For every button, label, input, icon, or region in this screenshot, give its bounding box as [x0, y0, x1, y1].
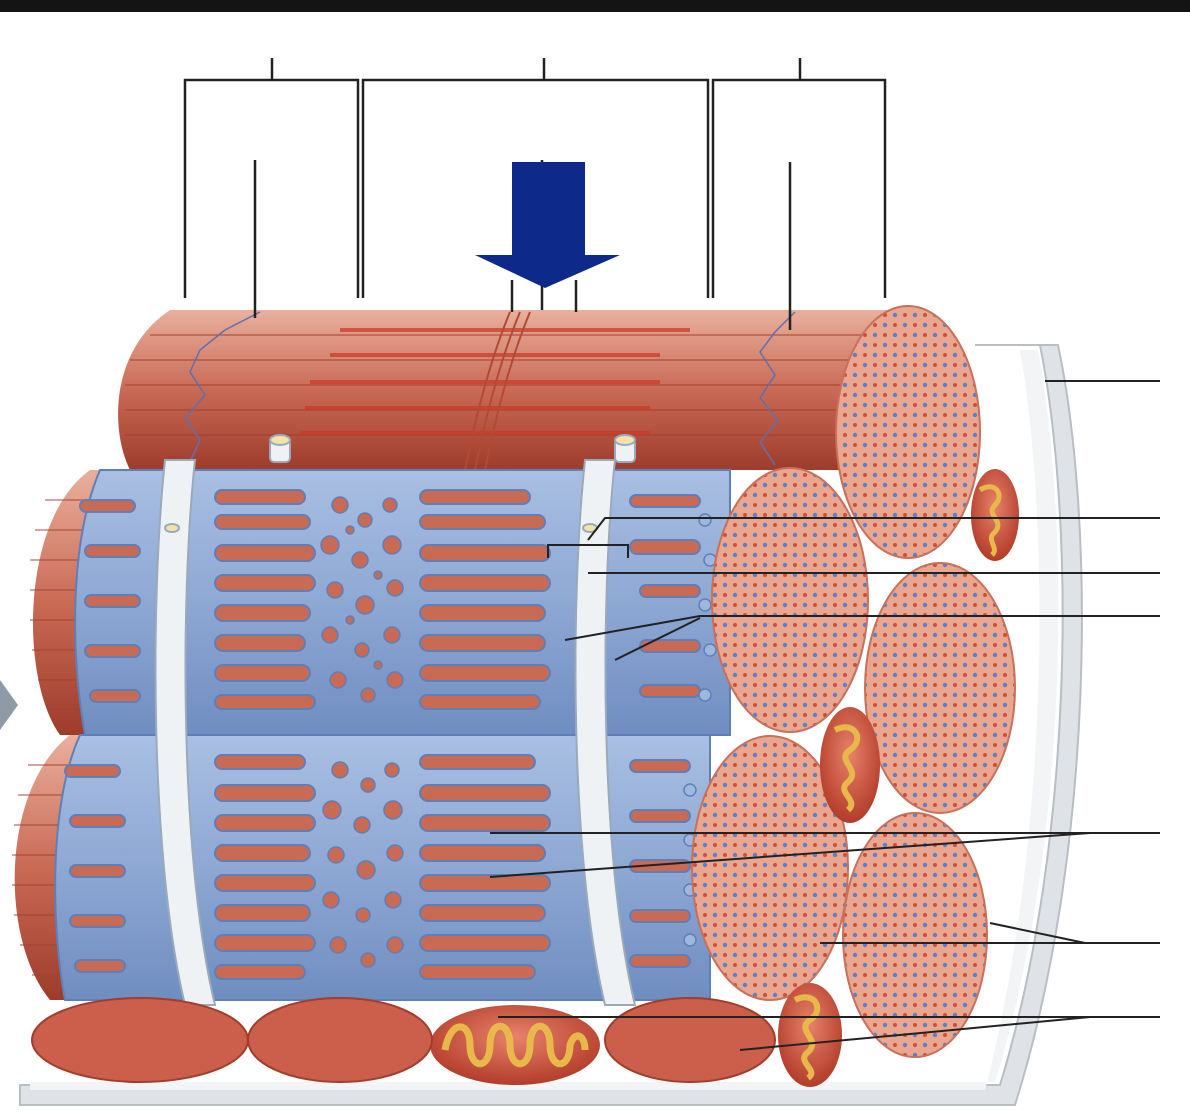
down-arrow-icon — [475, 162, 620, 288]
z-line-right — [759, 311, 796, 466]
mitochondrion-bottom-right — [778, 983, 842, 1087]
myofibril-cross-sections — [691, 467, 1016, 1058]
top-bar — [0, 0, 1190, 12]
myofibril-top — [118, 305, 981, 559]
sarcoplasmic-reticulum-middle — [74, 469, 731, 736]
mitochondrion-bottom-center — [430, 1005, 600, 1085]
myofibril-top-cross-section — [835, 305, 981, 559]
left-edge-arrow — [0, 680, 18, 730]
leader-lines — [489, 380, 1160, 1051]
mitochondria — [430, 469, 1019, 1087]
bottom-myofibrils — [31, 997, 776, 1083]
sarcolemma — [19, 344, 1083, 1106]
label-brackets — [183, 58, 887, 330]
mitochondrion-right-top — [971, 469, 1019, 561]
z-line-left — [184, 311, 261, 463]
mitochondrion-middle — [820, 707, 880, 823]
sarcoplasmic-reticulum-lower — [54, 734, 711, 1001]
